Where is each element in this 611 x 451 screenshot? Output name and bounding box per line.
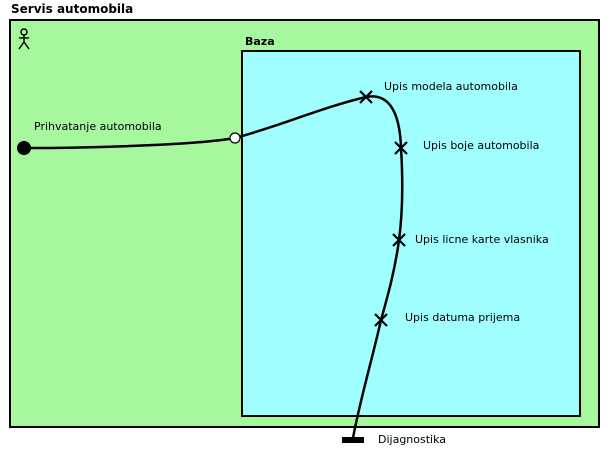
start-node — [17, 141, 31, 155]
end-node-label: Dijagnostika — [378, 433, 447, 446]
end-node — [342, 437, 364, 443]
actor-icon — [18, 28, 30, 50]
inner-region-label: Baza — [245, 35, 275, 48]
junction-node — [229, 132, 241, 144]
start-node-label: Prihvatanje automobila — [34, 120, 162, 133]
step-label-3: Upis licne karte vlasnika — [415, 233, 549, 246]
step-label-1: Upis modela automobila — [384, 80, 518, 93]
step-marker — [359, 90, 373, 104]
inner-region — [241, 50, 581, 417]
step-marker — [394, 141, 408, 155]
step-label-2: Upis boje automobila — [423, 139, 540, 152]
step-marker — [392, 233, 406, 247]
diagram-title: Servis automobila — [11, 2, 134, 16]
step-label-4: Upis datuma prijema — [405, 311, 521, 324]
step-marker — [374, 313, 388, 327]
